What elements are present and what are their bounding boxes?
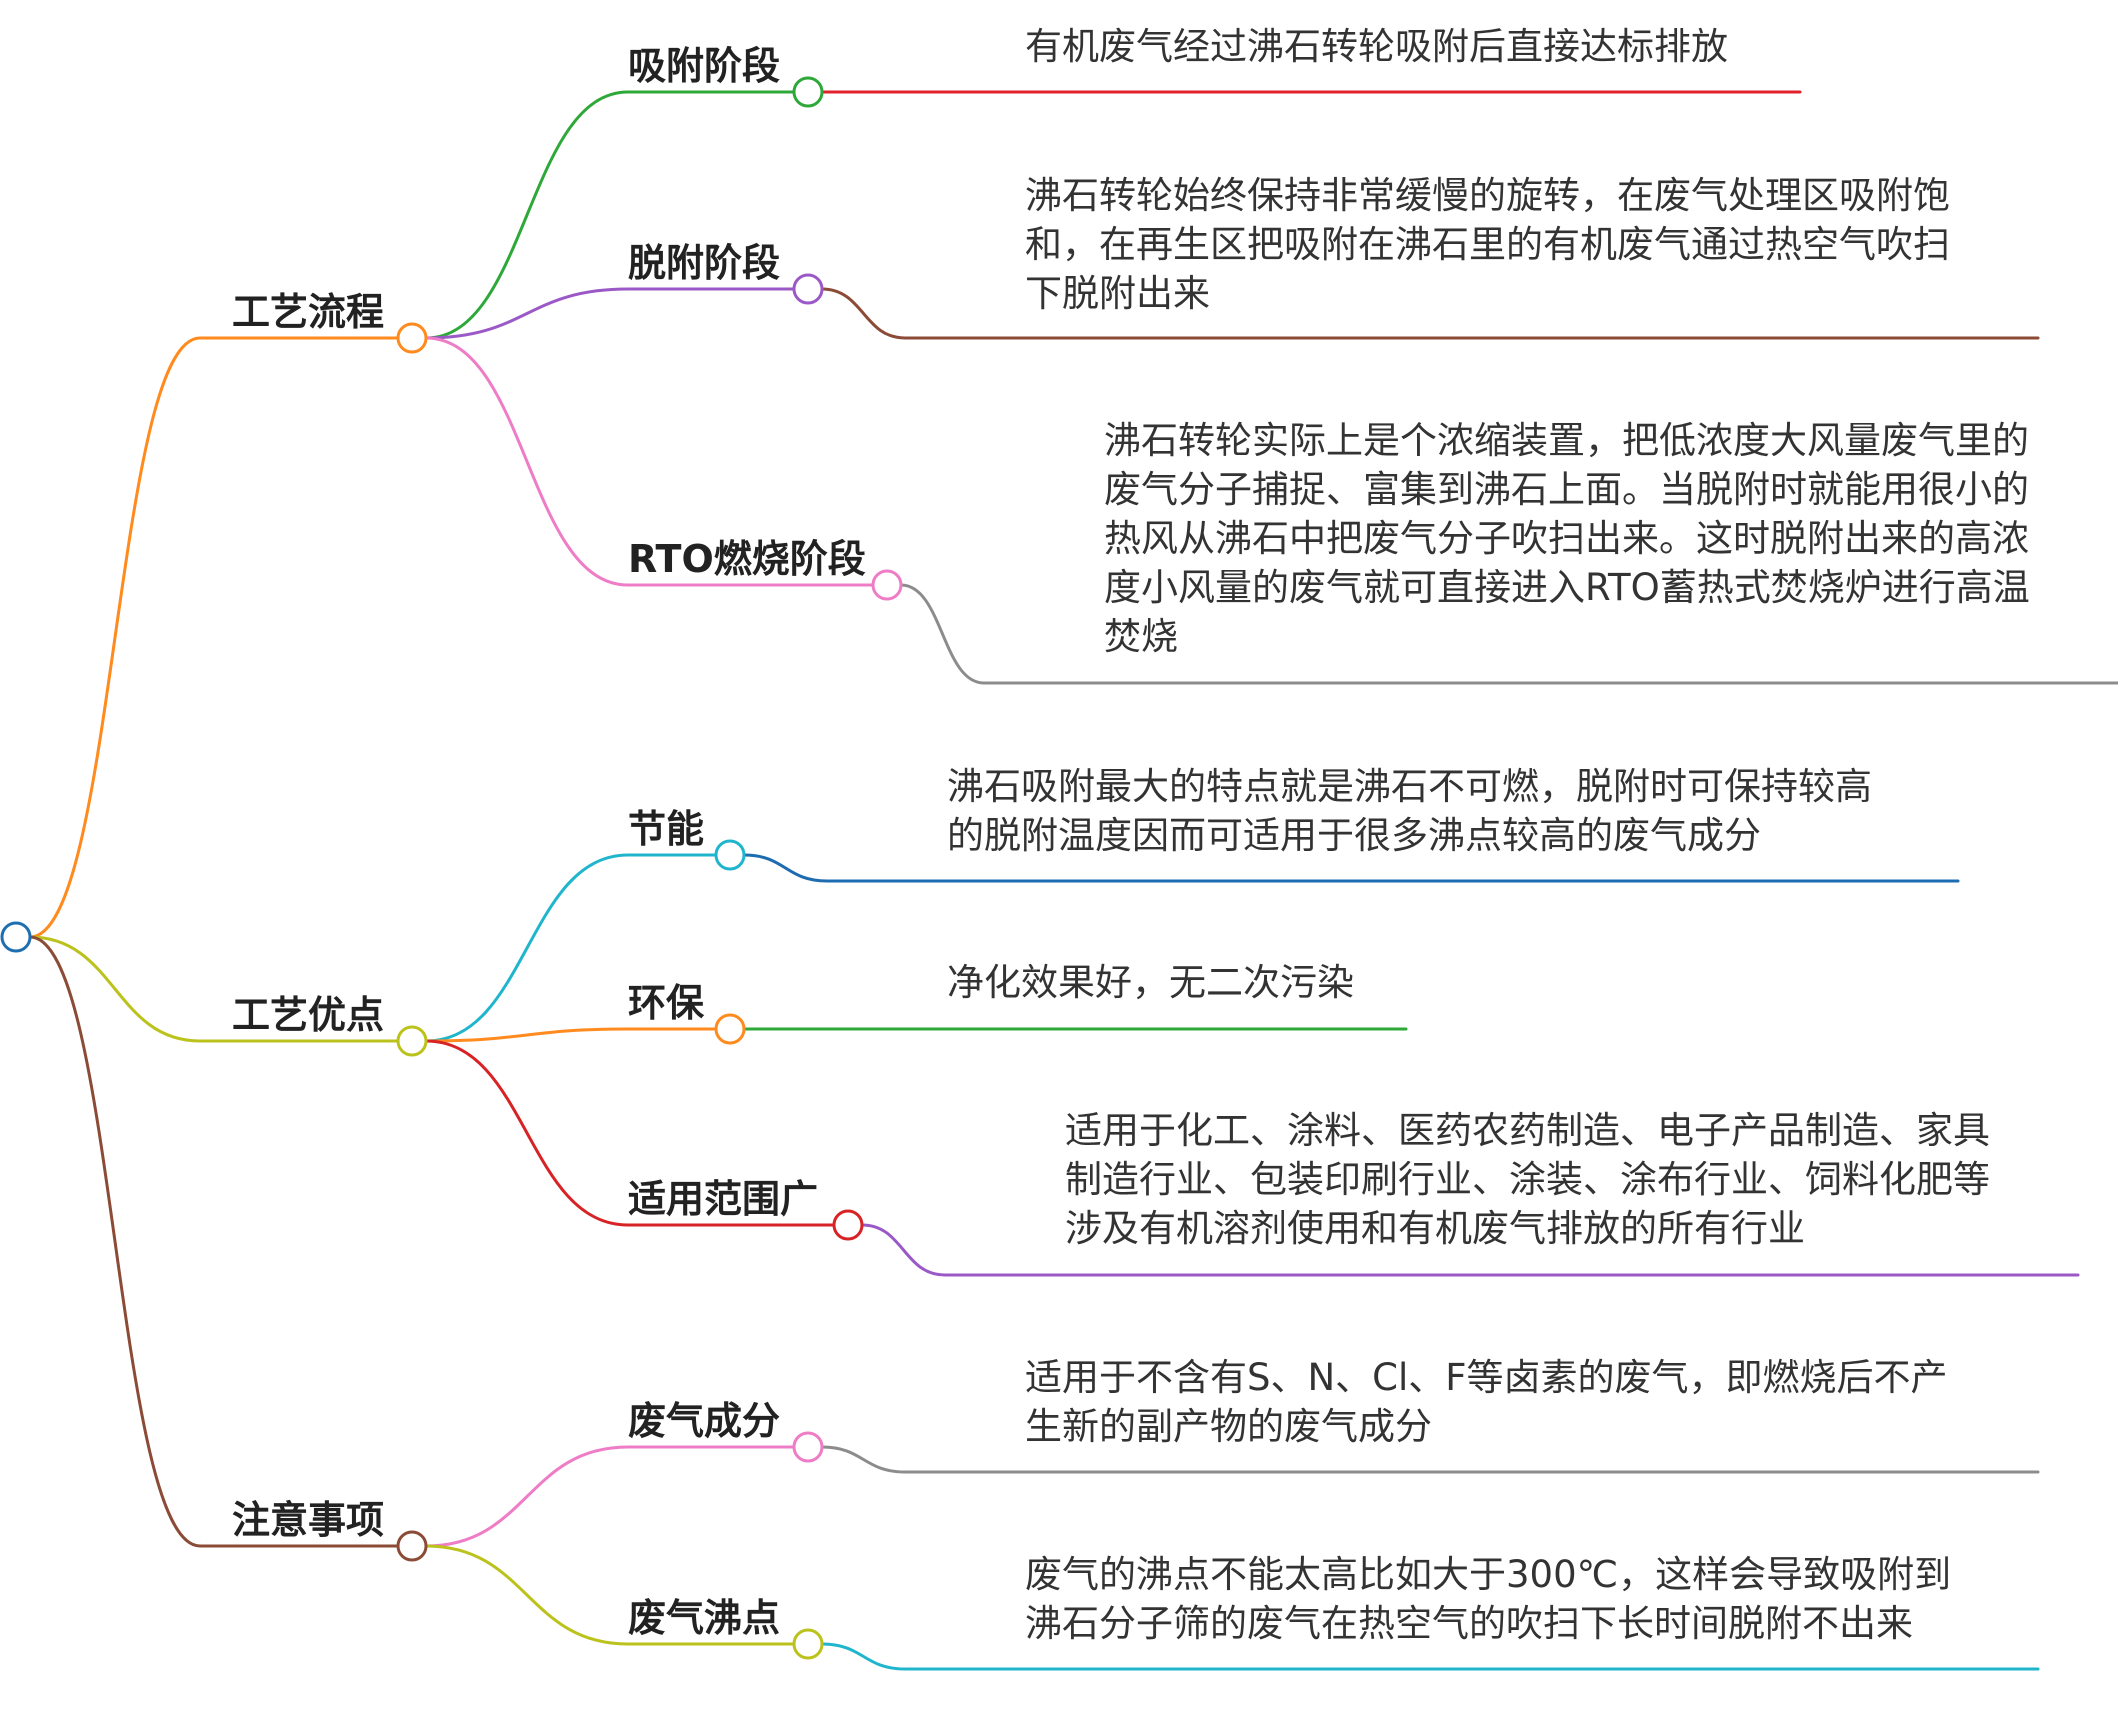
topic-description: 沸石吸附最大的特点就是沸石不可燃，脱附时可保持较高 的脱附温度因而可适用于很多沸… bbox=[947, 765, 1872, 857]
child-connector bbox=[424, 336, 875, 587]
topic-node[interactable] bbox=[792, 273, 824, 305]
topic-label: 环保 bbox=[628, 981, 705, 1025]
description-underline bbox=[899, 583, 2118, 685]
branch-node[interactable] bbox=[396, 1025, 428, 1057]
description-underline bbox=[742, 853, 1960, 883]
description-underline bbox=[820, 287, 2040, 340]
topic-node[interactable] bbox=[832, 1209, 864, 1241]
topic-description: 适用于不含有S、N、Cl、F等卤素的废气，即燃烧后不产 生新的副产物的废气成分 bbox=[1025, 1356, 1948, 1448]
topic-node[interactable] bbox=[714, 1013, 746, 1045]
topic-node[interactable] bbox=[792, 1628, 824, 1660]
topic-label: 吸附阶段 bbox=[628, 44, 781, 88]
child-connector bbox=[424, 287, 796, 340]
topic-description: 沸石转轮实际上是个浓缩装置，把低浓度大风量废气里的 废气分子捕捉、富集到沸石上面… bbox=[1104, 419, 2030, 658]
topic-node[interactable] bbox=[871, 569, 903, 601]
topic-label: RTO燃烧阶段 bbox=[628, 537, 866, 581]
description-underline bbox=[820, 1445, 2040, 1474]
topic-label: 节能 bbox=[628, 807, 705, 851]
branch-label: 工艺流程 bbox=[232, 290, 385, 334]
branch-node[interactable] bbox=[396, 322, 428, 354]
description-underline bbox=[820, 1642, 2040, 1671]
child-connector bbox=[424, 1445, 796, 1548]
description-underline bbox=[860, 1223, 2080, 1277]
child-connector bbox=[424, 90, 796, 340]
child-connector bbox=[424, 853, 718, 1043]
child-connector bbox=[424, 1027, 718, 1043]
topic-label: 废气沸点 bbox=[628, 1596, 781, 1640]
branch-label: 工艺优点 bbox=[232, 993, 385, 1037]
topic-node[interactable] bbox=[792, 1431, 824, 1463]
topic-node[interactable] bbox=[792, 76, 824, 108]
root-node[interactable] bbox=[0, 921, 32, 953]
child-connector bbox=[424, 1544, 796, 1646]
branch-connector bbox=[28, 336, 400, 939]
branch-connector bbox=[28, 935, 400, 1548]
topic-description: 废气的沸点不能太高比如大于300℃，这样会导致吸附到 沸石分子筛的废气在热空气的… bbox=[1025, 1553, 1952, 1645]
topic-node[interactable] bbox=[714, 839, 746, 871]
topic-description: 沸石转轮始终保持非常缓慢的旋转，在废气处理区吸附饱 和，在再生区把吸附在沸石里的… bbox=[1025, 174, 1950, 315]
topic-label: 废气成分 bbox=[628, 1399, 781, 1443]
branch-connector bbox=[28, 935, 400, 1043]
topic-description: 净化效果好，无二次污染 bbox=[947, 961, 1354, 1004]
topic-description: 适用于化工、涂料、医药农药制造、电子产品制造、家具 制造行业、包装印刷行业、涂装… bbox=[1065, 1109, 1990, 1250]
topic-label: 适用范围广 bbox=[628, 1177, 819, 1221]
child-connector bbox=[424, 1039, 836, 1227]
branch-label: 注意事项 bbox=[232, 1498, 385, 1542]
topic-label: 脱附阶段 bbox=[628, 241, 781, 285]
branch-node[interactable] bbox=[396, 1530, 428, 1562]
topic-description: 有机废气经过沸石转轮吸附后直接达标排放 bbox=[1025, 25, 1728, 68]
